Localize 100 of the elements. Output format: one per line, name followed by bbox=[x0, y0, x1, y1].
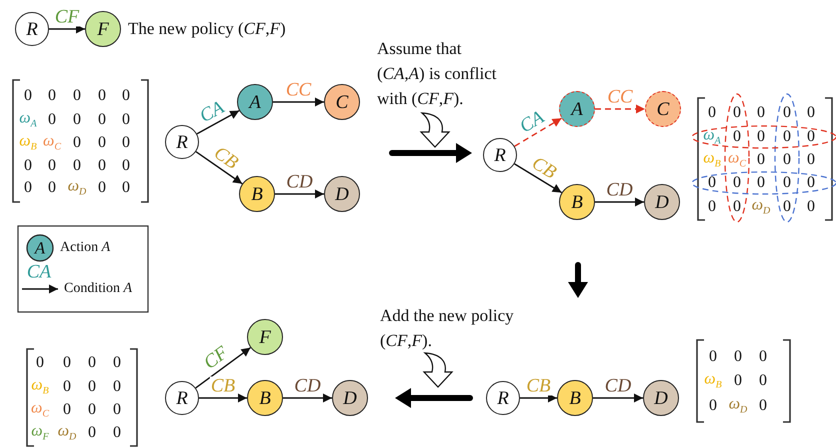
action-circle bbox=[559, 184, 595, 220]
matrix-entry: 0 bbox=[709, 398, 717, 414]
root-circle bbox=[15, 12, 49, 46]
node-letter: B bbox=[571, 192, 583, 212]
legend-text: Action A bbox=[60, 239, 110, 257]
root-circle bbox=[165, 381, 199, 415]
node-letter: D bbox=[335, 184, 349, 204]
matrix-entry: 0 bbox=[98, 88, 106, 104]
arrow bbox=[514, 163, 562, 194]
arrow bbox=[520, 394, 557, 402]
matrix-entry: ω$_{C}$ bbox=[31, 400, 49, 420]
legend-text: Condition A bbox=[64, 280, 132, 298]
matrix-entry: 0 bbox=[73, 158, 81, 174]
matrix-entry: 0 bbox=[88, 425, 96, 441]
matrix-entry: 0 bbox=[24, 158, 32, 174]
arrow bbox=[273, 98, 324, 106]
action-circle bbox=[557, 380, 593, 416]
node-letter: D bbox=[343, 388, 357, 408]
matrix-entry: 0 bbox=[783, 175, 791, 191]
node-letter: A bbox=[249, 92, 261, 112]
node-letter: C bbox=[656, 100, 670, 118]
matrix-entry: 0 bbox=[757, 175, 765, 191]
matrix-entry: ω$_{D}$ bbox=[58, 423, 76, 443]
node-letter: R bbox=[26, 20, 38, 38]
matrix-entry: 0 bbox=[759, 373, 767, 389]
root-circle bbox=[486, 381, 520, 415]
action-circle bbox=[247, 319, 283, 355]
matrix-entry: 0 bbox=[73, 135, 81, 151]
arrow bbox=[283, 394, 332, 402]
action-circle bbox=[324, 84, 360, 120]
matrix-entry: 0 bbox=[783, 129, 791, 145]
step-note: Assume that (CA,A) is conflict with (CF,F). bbox=[377, 38, 498, 110]
action-circle bbox=[559, 91, 595, 127]
matrix-entry: ω$_{B}$ bbox=[31, 377, 49, 397]
matrix-entry: 0 bbox=[122, 180, 130, 196]
matrix-entry: 0 bbox=[63, 355, 71, 371]
matrix-entry: 0 bbox=[63, 402, 71, 418]
arrow bbox=[593, 394, 643, 402]
matrix-entry: 0 bbox=[73, 112, 81, 128]
matrix-entry: 0 bbox=[88, 379, 96, 395]
matrix-entry: 0 bbox=[98, 112, 106, 128]
arrow bbox=[196, 110, 240, 134]
matrix-entry: 0 bbox=[733, 105, 741, 121]
arrow bbox=[595, 198, 644, 206]
matrix-entry: ω$_{B}$ bbox=[703, 150, 721, 170]
node-letter: B bbox=[569, 388, 581, 408]
matrix-entry: ω$_{D}$ bbox=[752, 197, 770, 217]
matrix-entry: ω$_{B}$ bbox=[704, 371, 722, 391]
node-letter: F bbox=[97, 20, 109, 38]
legend-sample-letter: A bbox=[34, 240, 46, 256]
matrix-entry: 0 bbox=[734, 349, 742, 365]
arrow bbox=[195, 347, 251, 388]
node-letter: B bbox=[259, 388, 271, 408]
matrix-entry: 0 bbox=[807, 152, 815, 168]
edge-label: CF bbox=[54, 8, 80, 26]
matrix-entry: 0 bbox=[113, 402, 121, 418]
matrix-entry: 0 bbox=[757, 129, 765, 145]
matrix-entry: ω$_{B}$ bbox=[19, 133, 37, 153]
matrix-entry: ω$_{C}$ bbox=[43, 133, 61, 153]
matrix-entry: 0 bbox=[73, 88, 81, 104]
matrix-entry: ω$_{A}$ bbox=[19, 110, 37, 130]
matrix-entry: 0 bbox=[807, 105, 815, 121]
matrix-entry: 0 bbox=[122, 135, 130, 151]
legend-sample-label: CA bbox=[26, 262, 52, 282]
edge-label: CB bbox=[525, 376, 552, 396]
matrix-entry: 0 bbox=[708, 175, 716, 191]
matrix-entry: 0 bbox=[807, 129, 815, 145]
matrix-entry: ω$_{D}$ bbox=[68, 178, 86, 198]
action-circle bbox=[644, 184, 680, 220]
matrix-entry: 0 bbox=[734, 373, 742, 389]
matrix-entry: 0 bbox=[733, 199, 741, 215]
matrix-entry: 0 bbox=[122, 158, 130, 174]
node-letter: R bbox=[494, 146, 506, 164]
node-letter: B bbox=[251, 184, 263, 204]
root-circle bbox=[165, 125, 199, 159]
arrow bbox=[275, 190, 324, 198]
action-circle bbox=[324, 176, 360, 212]
step-note: Add the new policy (CF,F). bbox=[380, 305, 515, 352]
matrix-entry: 0 bbox=[783, 105, 791, 121]
matrix-entry: 0 bbox=[807, 199, 815, 215]
matrix-entry: 0 bbox=[24, 180, 32, 196]
action-circle bbox=[237, 84, 273, 120]
action-circle bbox=[85, 11, 121, 47]
node-letter: F bbox=[259, 328, 271, 346]
policy-note: The new policy (CF,F) bbox=[128, 18, 286, 40]
matrix-entry: 0 bbox=[757, 152, 765, 168]
matrix-entry: 0 bbox=[122, 88, 130, 104]
node-letter: D bbox=[655, 192, 669, 212]
action-circle bbox=[332, 380, 368, 416]
arrow bbox=[595, 104, 645, 114]
matrix-entry: 0 bbox=[783, 199, 791, 215]
arrow bbox=[49, 24, 85, 34]
action-circle bbox=[645, 91, 681, 127]
matrix-entry: 0 bbox=[63, 379, 71, 395]
matrix-entry: 0 bbox=[98, 135, 106, 151]
matrix-entry: 0 bbox=[807, 175, 815, 191]
matrix-entry: 0 bbox=[24, 88, 32, 104]
matrix-entry: 0 bbox=[757, 105, 765, 121]
matrix-entry: 0 bbox=[759, 398, 767, 414]
node-letter: A bbox=[571, 100, 583, 118]
